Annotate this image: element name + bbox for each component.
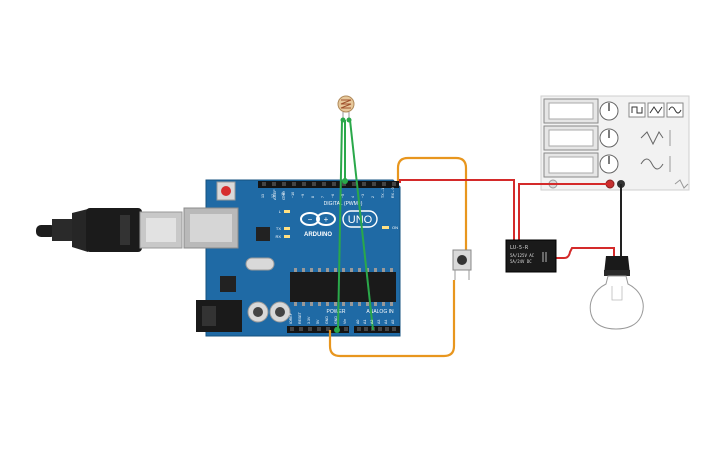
power-pin-label: 3.3V [307,316,311,324]
analog-header[interactable] [354,326,400,333]
digital-pin-label: RX←0 [391,187,395,198]
rx-led [284,235,290,238]
analog-pin-label: A0 [356,320,360,324]
digital-pin-label: ~9 [301,194,305,198]
photoresistor[interactable] [337,95,355,123]
tx-led [284,227,290,230]
analog-pin-label: A1 [363,320,367,324]
triangle-wave-icon[interactable] [647,102,665,118]
digital-header[interactable] [258,181,399,188]
relay-title: LU-5-R [510,245,529,251]
digital-pin-label: 13 [261,194,265,198]
arduino-uno-board[interactable]: DIGITAL (PWM~) AREF GND − + ARDUINO UNO … [183,179,401,337]
digital-header-label: DIGITAL (PWM~) [324,201,363,207]
digital-pin-label: ~11 [281,192,285,198]
display-panel [543,98,599,178]
relay-rating-ac: 5A/125V AC [510,253,535,258]
power-pin-label: Vin [343,319,347,324]
power-label: POWER [327,309,346,315]
sine-wave-icon[interactable] [666,102,684,118]
reset-button[interactable] [216,181,236,201]
orange-wire[interactable] [396,156,468,250]
wires [328,119,622,358]
power-pin-label: 5V [316,319,320,324]
digital-pin-label: ~6 [331,194,335,198]
arduino-logo: − + [300,212,336,226]
brand-label: ARDUINO [304,232,332,238]
svg-text:TX: TX [276,226,281,231]
svg-text:L: L [279,209,282,214]
gnd-label: GND [281,191,286,200]
digital-pin-label: 8 [311,196,315,198]
svg-text:+: + [324,215,329,224]
digital-pin-label: 12 [271,194,275,198]
light-bulb[interactable] [589,256,644,330]
relay[interactable]: LU-5-R 5A/125V AC 5A/24V DC [505,239,557,273]
sine-preview-icon [640,158,664,170]
analog-pin-label: A4 [384,320,388,324]
usb-chip [256,227,270,241]
digital-pin-label: ~3 [361,194,365,198]
usb-cable[interactable] [36,208,183,252]
power-pin-label: RESET [298,311,302,324]
analog-pin-label: A2 [370,320,374,324]
red-wire[interactable] [556,247,615,259]
relay-rating-dc: 5A/24V DC [510,259,532,264]
on-led [382,226,389,229]
l-led [284,210,290,213]
digital-pin-label: 2 [371,196,375,198]
triangle-preview-icon [640,131,664,146]
digital-pin-label: TX→1 [381,188,385,198]
digital-pin-label: ~10 [291,192,295,198]
pushbutton[interactable] [452,249,472,280]
power-pin-label: GND [325,316,329,324]
voltage-regulator [220,276,236,292]
green-wire[interactable] [349,119,374,331]
digital-pin-label: ~5 [341,194,345,198]
analog-pin-label: A3 [377,320,381,324]
analog-in-label: ANALOG IN [366,309,394,315]
digital-pin-label: 7 [321,196,325,198]
svg-text:ON: ON [392,225,398,230]
power-pin-label: IOREF [289,312,293,324]
power-pin-label: GND [334,316,338,324]
svg-text:RX: RX [275,234,281,239]
digital-pin-label: 4 [351,196,355,198]
microcontroller-chip [290,272,396,302]
red-wire[interactable] [399,179,515,240]
aref-label: AREF [272,189,277,200]
red-wire[interactable] [518,183,610,240]
orange-wire[interactable] [328,280,456,358]
square-wave-icon[interactable] [628,102,646,118]
crystal [245,257,275,271]
analog-pin-label: A5 [391,320,395,324]
function-generator[interactable] [540,95,690,191]
svg-text:−: − [308,215,313,224]
green-wire[interactable] [337,119,343,331]
